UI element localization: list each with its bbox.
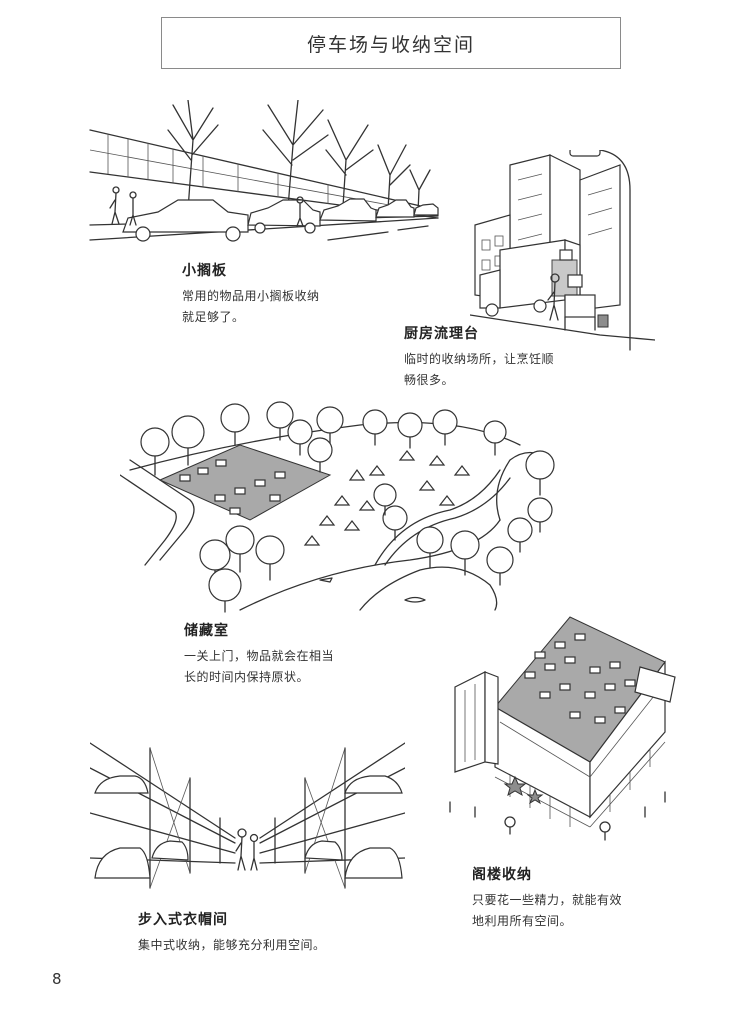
caption-park-body: 一关上门，物品就会在相当 长的时间内保持原状。	[184, 646, 334, 688]
caption-park: 储藏室 一关上门，物品就会在相当 长的时间内保持原状。	[184, 620, 334, 688]
caption-loading: 厨房流理台 临时的收纳场所，让烹饪顺 畅很多。	[404, 323, 554, 391]
loading-truck-illustration	[470, 150, 655, 355]
caption-line: 一关上门，物品就会在相当	[184, 649, 335, 663]
caption-rooftop-body: 只要花一些精力，就能有效 地利用所有空间。	[472, 890, 622, 932]
caption-line: 只要花一些精力，就能有效	[472, 893, 623, 907]
caption-park-title: 储藏室	[184, 623, 229, 639]
multilevel-garage-illustration	[90, 738, 405, 903]
caption-garage: 步入式衣帽间 集中式收纳，能够充分利用空间。	[138, 909, 326, 956]
caption-line: 地利用所有空间。	[472, 914, 573, 928]
park-parking-illustration	[120, 400, 575, 615]
caption-line: 临时的收纳场所，让烹饪顺	[404, 352, 555, 366]
caption-street-title: 小搁板	[182, 263, 227, 279]
caption-loading-body: 临时的收纳场所，让烹饪顺 畅很多。	[404, 349, 554, 391]
caption-rooftop: 阁楼收纳 只要花一些精力，就能有效 地利用所有空间。	[472, 864, 622, 932]
caption-garage-title: 步入式衣帽间	[138, 912, 228, 928]
page-number: 8	[52, 970, 62, 988]
street-parking-illustration	[88, 100, 440, 250]
caption-line: 常用的物品用小搁板收纳	[182, 289, 320, 303]
page-title: 停车场与收纳空间	[306, 33, 475, 56]
caption-street: 小搁板 常用的物品用小搁板收纳 就足够了。	[182, 260, 320, 328]
caption-garage-body: 集中式收纳，能够充分利用空间。	[138, 935, 326, 956]
caption-line: 就足够了。	[182, 310, 245, 324]
caption-rooftop-title: 阁楼收纳	[472, 867, 532, 883]
caption-street-body: 常用的物品用小搁板收纳 就足够了。	[182, 286, 320, 328]
caption-loading-title: 厨房流理台	[404, 326, 479, 342]
caption-line: 长的时间内保持原状。	[184, 670, 310, 684]
caption-line: 畅很多。	[404, 373, 455, 387]
caption-line: 集中式收纳，能够充分利用空间。	[138, 938, 326, 952]
page-title-box: 停车场与收纳空间	[161, 17, 621, 69]
rooftop-parking-illustration	[440, 612, 680, 842]
